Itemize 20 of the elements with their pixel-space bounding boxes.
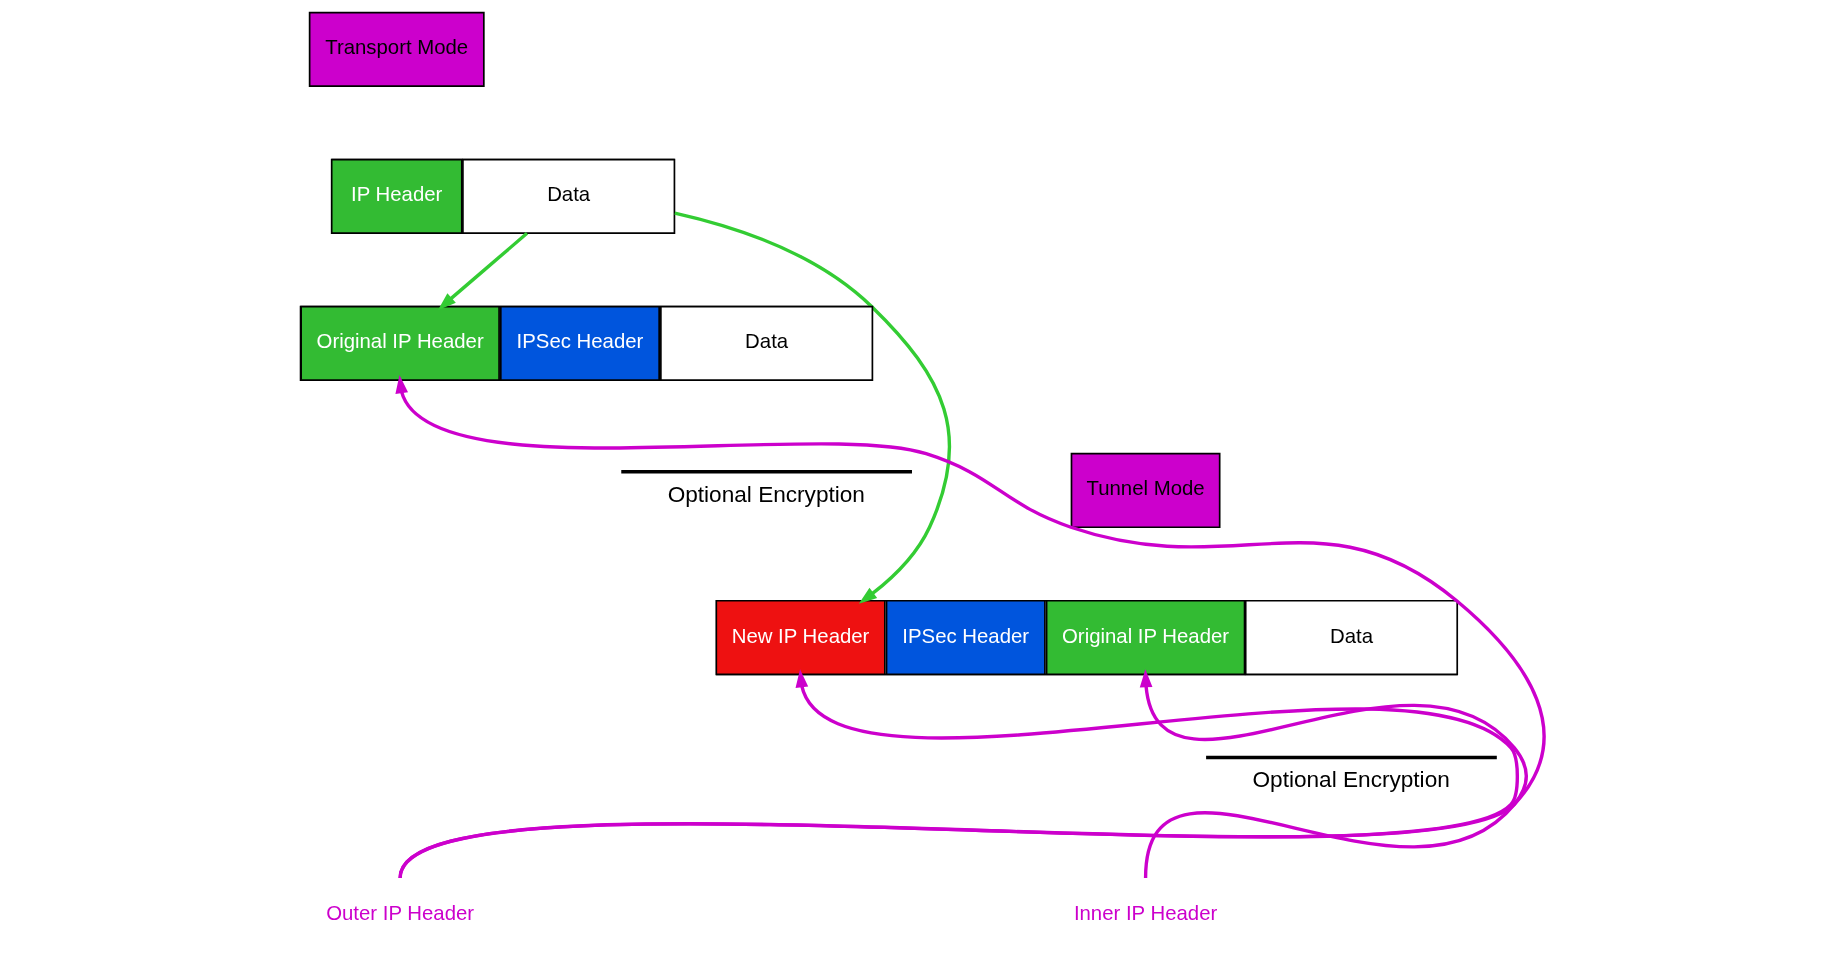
node-box: IP Header <box>330 158 463 234</box>
node-box: IPSec Header <box>885 599 1046 676</box>
node-box: Original IP Header <box>1045 599 1246 676</box>
node-text: Inner IP Header <box>1073 901 1218 924</box>
arrow <box>1139 669 1528 879</box>
node-box: Original IP Header <box>300 305 500 382</box>
node-box: Data <box>1244 599 1459 676</box>
arrow <box>398 669 1519 879</box>
arrow <box>395 375 1546 879</box>
label: Optional Encryption <box>1252 767 1450 793</box>
node-box: Transport Mode <box>308 11 485 87</box>
node-box: IPSec Header <box>499 305 660 382</box>
label: Optional Encryption <box>667 481 865 507</box>
node-box: Data <box>660 305 874 382</box>
arrow <box>674 211 952 604</box>
node-box: New IP Header <box>715 599 886 676</box>
arrow <box>438 232 529 311</box>
node-box: Tunnel Mode <box>1070 452 1221 529</box>
node-text: Outer IP Header <box>326 901 475 924</box>
node-box: Data <box>462 158 676 234</box>
